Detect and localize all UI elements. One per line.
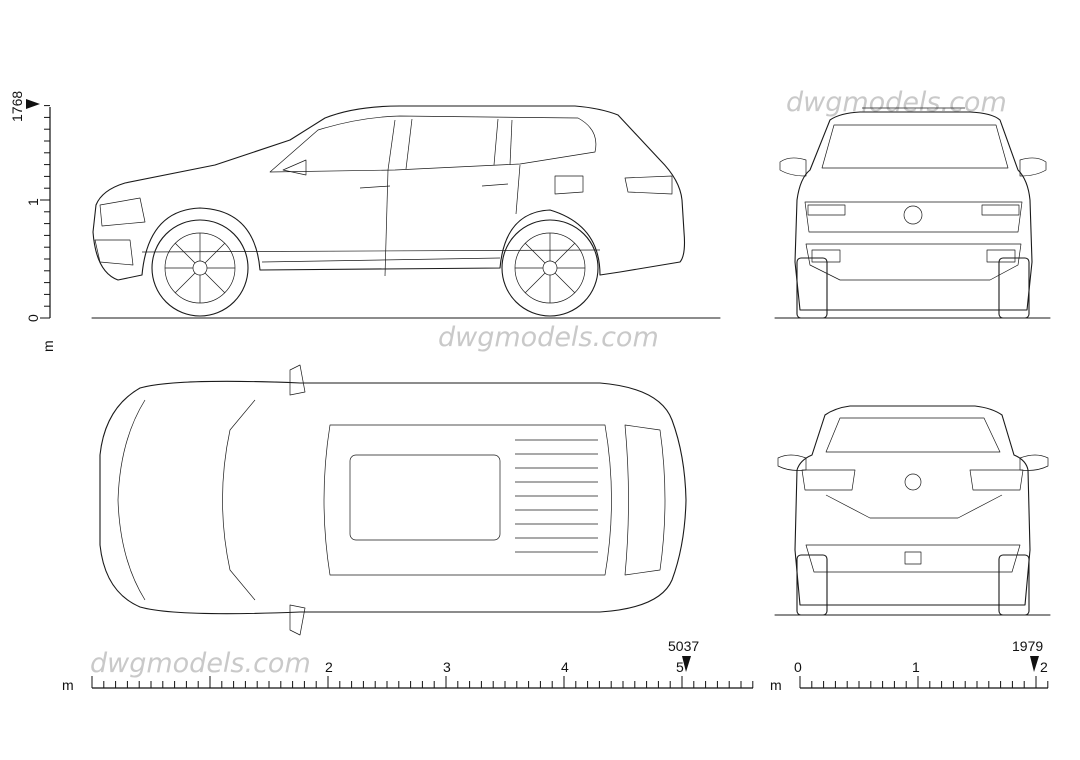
width-scale-label-1: 1: [912, 659, 920, 675]
length-dimension-marker: [682, 656, 691, 672]
height-scale-unit: m: [40, 340, 56, 352]
height-scale: 1768 1 0 m: [9, 91, 56, 352]
length-scale-label-3: 3: [443, 659, 451, 675]
width-dimension-label: 1979: [1012, 638, 1043, 654]
width-scale-label-0: 0: [794, 659, 802, 675]
length-scale-label-5: 5: [676, 659, 684, 675]
length-scale-label-4: 4: [561, 659, 569, 675]
length-dimension-label: 5037: [668, 638, 699, 654]
width-scale-unit: m: [770, 677, 782, 693]
top-view-drawing: [99, 364, 687, 636]
front-view-drawing: [779, 107, 1047, 319]
length-scale-unit: m: [62, 677, 74, 693]
height-dimension-label: 1768: [9, 91, 25, 122]
watermark-bottom-left: dwgmodels.com: [90, 648, 311, 679]
side-view-drawing: [92, 105, 686, 317]
height-scale-label-1: 1: [25, 198, 41, 206]
width-dimension-marker: [1030, 656, 1039, 672]
length-scale: m 2 3 4 5 5037: [62, 638, 754, 693]
length-scale-label-2: 2: [325, 659, 333, 675]
height-dimension-marker: [26, 99, 40, 109]
width-scale: m 0 1 2 1979: [770, 638, 1049, 693]
watermark-middle: dwgmodels.com: [438, 322, 659, 353]
watermark-top-right: dwgmodels.com: [786, 87, 1007, 118]
height-scale-label-0: 0: [25, 314, 41, 322]
rear-view-drawing: [777, 405, 1049, 616]
width-scale-label-2: 2: [1040, 659, 1048, 675]
